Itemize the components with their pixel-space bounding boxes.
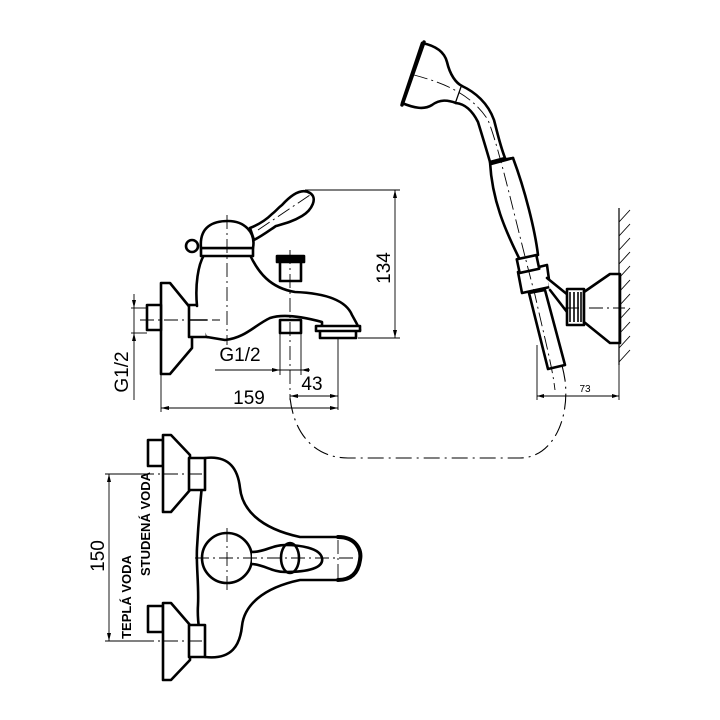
mixer-top-view: [140, 433, 363, 682]
lever-centerline: [257, 194, 311, 231]
dim-outlet-thread-text: G1/2: [219, 345, 260, 366]
wall-holder: [565, 272, 625, 345]
dim-134-text: 134: [374, 252, 395, 284]
side-dimensions: 134 G1/2 G1/2 43 159: [112, 189, 400, 412]
top-inlet-stub-lower: [146, 604, 165, 634]
top-inlet-stub-upper: [146, 438, 165, 468]
hose-tube: [527, 288, 567, 371]
shower-centerline: [413, 74, 556, 391]
label-hot-water: TEPLÁ VODA: [119, 555, 134, 639]
top-rosette-lower: [161, 601, 192, 682]
spout-outlet-ring: [314, 324, 362, 333]
wall-hatching: [618, 208, 631, 365]
hand-shower: [400, 40, 570, 391]
dim-73: 73: [536, 345, 620, 400]
top-lever-end: [336, 535, 363, 582]
label-cold-water: STUDENÁ VODA: [138, 471, 153, 576]
shower-hose-path: [289, 319, 567, 459]
dim-159-text: 159: [233, 388, 265, 409]
shower-head-face: [400, 40, 426, 107]
mixer-side-view: [140, 189, 362, 400]
cap-pin: [184, 238, 200, 254]
dim-inlet-thread-text: G1/2: [112, 351, 133, 392]
shower-handle: [488, 156, 540, 262]
inlet-stub: [145, 303, 163, 332]
wall-rosette-side: [159, 281, 194, 376]
handle-ring: [489, 156, 515, 166]
diverter-knob-cap: [275, 254, 306, 264]
handle-collar: [515, 253, 541, 275]
lever-handle-side: [248, 189, 315, 242]
dim-150-text: 150: [88, 540, 109, 572]
dim-73-text: 73: [579, 384, 591, 395]
holder-rosette: [582, 272, 622, 345]
shower-outlet-side: [278, 318, 303, 335]
top-rosette-upper: [161, 433, 192, 514]
dim-43-text: 43: [301, 374, 322, 395]
dim-150: 150: [88, 473, 140, 642]
